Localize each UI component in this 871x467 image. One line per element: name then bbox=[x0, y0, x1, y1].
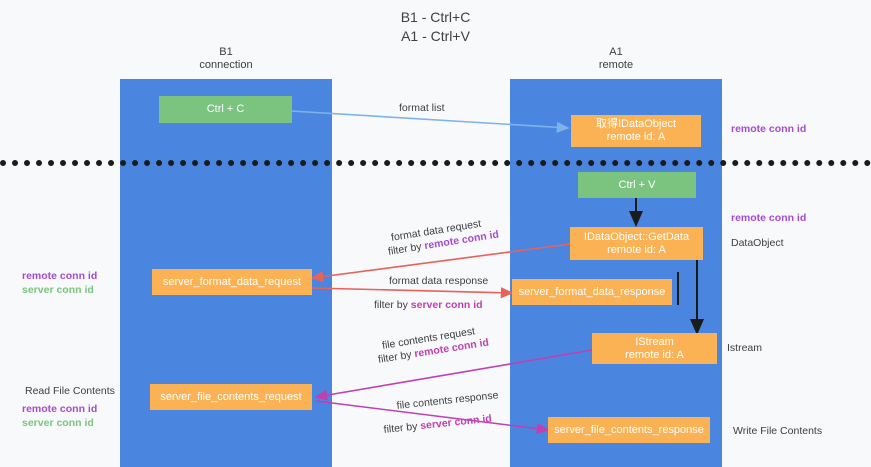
filter-prefix: filter by bbox=[374, 299, 411, 311]
filter-prefix: filter by bbox=[383, 420, 421, 436]
annotation-read-file-contents: Read File Contents bbox=[25, 385, 115, 397]
filter-key-server-conn-id: server conn id bbox=[410, 299, 483, 311]
box-ctrl-c-label: Ctrl + C bbox=[206, 103, 245, 115]
box-ctrl-v-label: Ctrl + V bbox=[618, 178, 656, 191]
title-line-1: B1 - Ctrl+C bbox=[400, 9, 471, 25]
edge-label-file-contents-response-text: file contents response bbox=[396, 389, 499, 412]
annotation-remote-conn-id-mid: remote conn id bbox=[731, 212, 807, 224]
annotation-left-remote-conn-id: remote conn id bbox=[22, 270, 98, 282]
filter-key-server-conn-id: server conn id bbox=[419, 412, 493, 433]
box-istream-line1: IStream bbox=[635, 335, 674, 348]
box-istream-line2: remote id: A bbox=[625, 348, 684, 361]
box-server-file-contents-response-label: server_file_contents_response bbox=[554, 423, 704, 436]
lane-header-a1: A1 remote bbox=[510, 46, 722, 72]
phase-divider bbox=[0, 160, 871, 166]
annotation-left-remote-conn-id-2: remote conn id bbox=[22, 403, 98, 415]
box-server-format-data-response[interactable]: server_format_data_response bbox=[512, 279, 672, 305]
lane-header-a1-role: remote bbox=[598, 59, 634, 71]
annotation-istream: Istream bbox=[727, 342, 763, 354]
box-server-format-data-request-label: server_format_data_request bbox=[162, 275, 302, 288]
lane-header-a1-name: A1 bbox=[609, 46, 623, 58]
lane-header-b1: B1 connection bbox=[120, 46, 332, 72]
annotation-remote-conn-id-top: remote conn id bbox=[731, 123, 807, 135]
annotation-left-server-conn-id: server conn id bbox=[22, 284, 94, 296]
box-server-file-contents-request[interactable]: server_file_contents_request bbox=[150, 384, 312, 410]
box-server-file-contents-response[interactable]: server_file_contents_response bbox=[548, 417, 710, 443]
box-getdata-line2: remote id: A bbox=[607, 243, 666, 256]
box-istream[interactable]: IStream remote id: A bbox=[592, 333, 717, 364]
edge-label-file-contents-response-filter: filter by server conn id bbox=[383, 412, 492, 437]
box-idataobject-line2: remote id: A bbox=[606, 131, 666, 143]
lane-header-b1-role: connection bbox=[199, 59, 253, 71]
box-server-format-data-request[interactable]: server_format_data_request bbox=[152, 269, 312, 295]
lane-header-b1-name: B1 bbox=[219, 46, 233, 58]
title-line-2: A1 - Ctrl+V bbox=[401, 28, 470, 44]
edge-label-file-contents-response: file contents response bbox=[396, 388, 499, 413]
annotation-write-file-contents: Write File Contents bbox=[733, 425, 823, 437]
box-getdata-line1: IDataObject::GetData bbox=[583, 230, 690, 243]
box-idataobject-line1: 取得IDataObject bbox=[595, 118, 677, 130]
box-ctrl-v[interactable]: Ctrl + V bbox=[578, 172, 696, 198]
box-idataobject[interactable]: 取得IDataObject remote id: A bbox=[571, 115, 701, 147]
box-server-file-contents-request-label: server_file_contents_request bbox=[160, 390, 302, 403]
edge-label-format-data-response-filter: filter by server conn id bbox=[374, 298, 483, 312]
page-title: B1 - Ctrl+C A1 - Ctrl+V bbox=[0, 8, 871, 46]
edge-label-format-list: format list bbox=[399, 102, 445, 114]
annotation-left-server-conn-id-2: server conn id bbox=[22, 417, 94, 429]
box-idataobject-getdata[interactable]: IDataObject::GetData remote id: A bbox=[570, 227, 703, 260]
box-ctrl-c[interactable]: Ctrl + C bbox=[159, 96, 292, 123]
annotation-dataobject: DataObject bbox=[731, 237, 784, 249]
edge-label-format-data-response: format data response bbox=[389, 275, 489, 287]
box-server-format-data-response-label: server_format_data_response bbox=[518, 285, 666, 298]
